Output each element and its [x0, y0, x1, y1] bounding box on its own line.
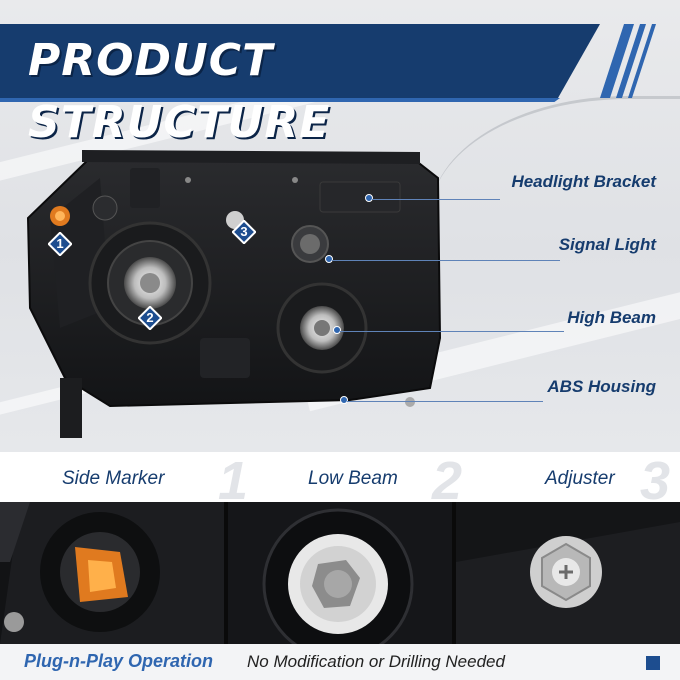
- detail-number: 3: [640, 451, 671, 511]
- detail-labels-row: 1 Side Marker 2 Low Beam 3 Adjuster: [0, 452, 680, 508]
- photo-adjuster: [456, 502, 680, 644]
- footer: Plug-n-Play Operation No Modification or…: [0, 644, 680, 680]
- footer-highlight: Plug-n-Play Operation: [24, 651, 214, 671]
- detail-label-adjuster: Adjuster: [545, 468, 615, 489]
- callout-dot-icon: [340, 396, 348, 404]
- detail-number: 1: [218, 451, 249, 511]
- callout-abs-housing: ABS Housing: [547, 377, 656, 396]
- headlight-housing: [20, 138, 460, 452]
- callout-signal-light: Signal Light: [558, 235, 656, 254]
- detail-number: 2: [432, 451, 463, 511]
- callout-line: [340, 331, 564, 332]
- photo-side-marker: [0, 502, 224, 644]
- callout-high-beam: High Beam: [567, 308, 656, 327]
- callout-line: [372, 199, 500, 200]
- callout-line: [332, 260, 560, 261]
- detail-photos: [0, 502, 680, 644]
- title-banner: [0, 24, 600, 98]
- footer-text: No Modification or Drilling Needed: [247, 652, 505, 671]
- page-title: PRODUCT STRUCTURE: [28, 35, 331, 148]
- number-badge-icon: 3: [231, 219, 257, 245]
- photo-low-beam: [228, 502, 452, 644]
- detail-label-side-marker: Side Marker: [62, 468, 165, 489]
- callout-dot-icon: [365, 194, 373, 202]
- banner-stripe: [0, 98, 560, 102]
- callout-line: [347, 401, 543, 402]
- detail-label-low-beam: Low Beam: [308, 468, 398, 489]
- callout-dot-icon: [333, 326, 341, 334]
- number-badge-icon: 1: [47, 231, 73, 257]
- callout-headlight-bracket: Headlight Bracket: [511, 172, 656, 191]
- footer-square-icon: [646, 656, 660, 670]
- number-badge-icon: 2: [137, 305, 163, 331]
- callout-dot-icon: [325, 255, 333, 263]
